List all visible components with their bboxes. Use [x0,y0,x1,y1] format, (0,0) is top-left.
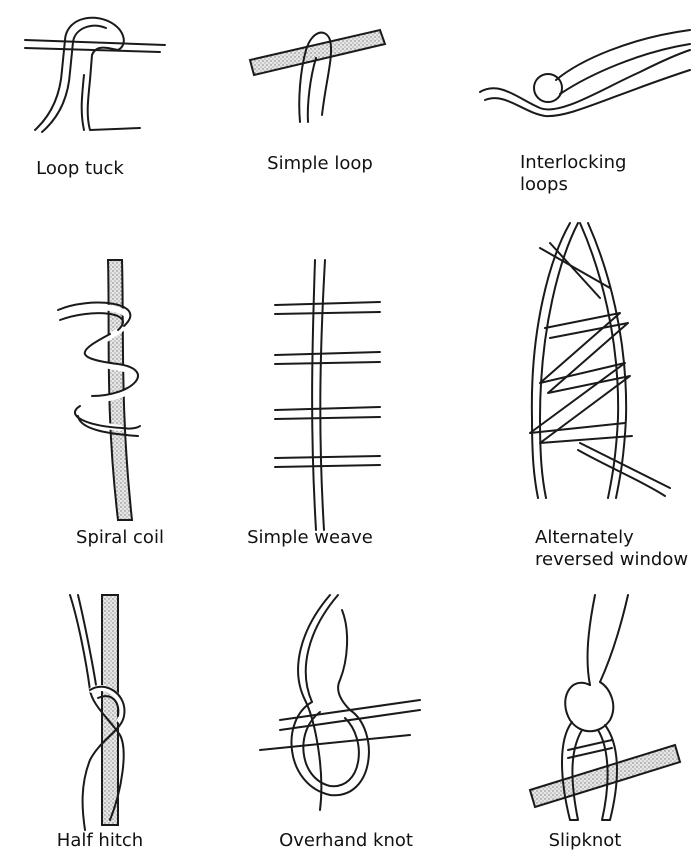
simple-weave-illustration [230,230,460,560]
knot-slipknot: Slipknot [460,590,693,855]
knot-label: Half hitch [20,830,180,852]
knot-label: Slipknot [505,830,665,852]
knot-simple-weave: Simple weave [230,230,460,560]
knot-label: Simple weave [230,527,390,549]
knot-label: Simple loop [240,153,400,175]
half-hitch-illustration [0,590,230,855]
knot-overhand-knot: Overhand knot [230,590,460,855]
knot-label: Loop tuck [0,158,160,180]
knot-loop-tuck: Loop tuck [0,0,230,210]
knot-half-hitch: Half hitch [0,590,230,855]
knot-label: Alternately reversed window [535,527,693,571]
slipknot-illustration [460,590,693,855]
knot-alternately-reversed-window: Alternately reversed window [460,218,693,578]
knot-label: Interlocking loops [520,152,680,196]
alternately-reversed-window-illustration [460,218,693,578]
simple-loop-illustration [230,0,460,210]
overhand-knot-illustration [230,590,460,855]
knot-label: Spiral coil [40,527,200,549]
spiral-coil-illustration [0,230,230,560]
knot-spiral-coil: Spiral coil [0,230,230,560]
knot-simple-loop: Simple loop [230,0,460,210]
knot-interlocking-loops: Interlocking loops [460,0,693,210]
knot-label: Overhand knot [256,830,436,852]
